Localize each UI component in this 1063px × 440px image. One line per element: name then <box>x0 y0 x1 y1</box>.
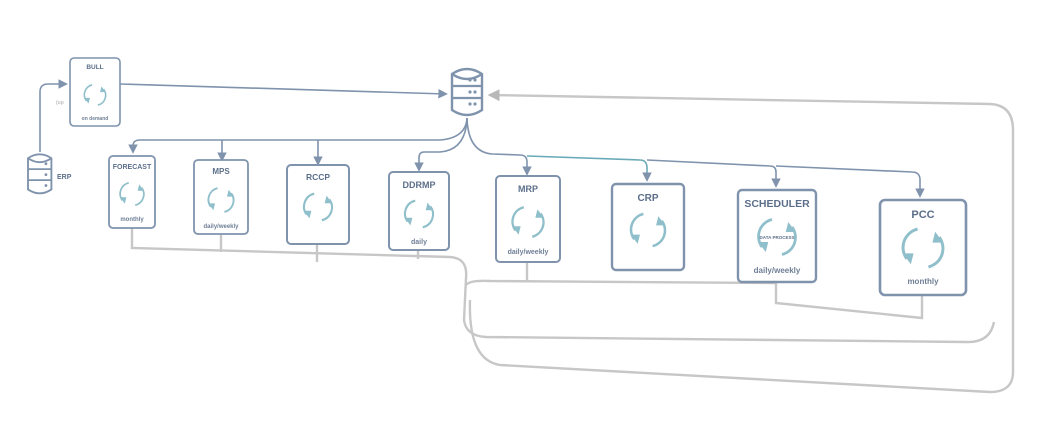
module-scheduler[interactable]: SCHEDULER DATA PROCESS daily/weekly <box>736 188 818 284</box>
refresh-cycle-icon <box>757 218 797 256</box>
module-rccp[interactable]: RCCP <box>286 164 350 245</box>
database-icon <box>27 153 53 195</box>
scheduler-inner-label: DATA PROCESS <box>760 235 795 240</box>
scheduler-frequency: daily/weekly <box>754 266 801 275</box>
refresh-cycle-icon <box>629 212 667 248</box>
mrp-title: MRP <box>518 184 538 194</box>
refresh-cycle-icon <box>207 187 235 213</box>
feedback-lines <box>130 89 1015 394</box>
module-ddrmp[interactable]: DDRMP daily <box>388 171 450 251</box>
ddrmp-frequency: daily <box>411 239 427 246</box>
erp-label: ERP <box>57 174 72 181</box>
pcc-frequency: monthly <box>907 277 939 286</box>
module-forecast[interactable]: FORECAST monthly <box>108 155 156 229</box>
central-database <box>450 67 484 117</box>
bull-node: BULL on demand (up <box>56 57 121 127</box>
forecast-title: FORECAST <box>113 164 152 171</box>
erp-node: ERP <box>27 153 72 195</box>
ddrmp-title: DDRMP <box>403 180 436 190</box>
module-pcc[interactable]: PCC monthly <box>878 198 968 297</box>
module-mps[interactable]: MPS daily/weekly <box>193 159 249 235</box>
refresh-cycle-icon <box>83 84 107 106</box>
bull-title: BULL <box>86 64 103 71</box>
refresh-cycle-icon <box>403 199 435 229</box>
database-icon <box>450 67 484 117</box>
bull-side-note: (up <box>56 100 64 106</box>
module-crp[interactable]: CRP <box>610 182 686 272</box>
pcc-title: PCC <box>911 209 934 221</box>
crp-title: CRP <box>637 193 658 204</box>
mps-title: MPS <box>212 167 230 176</box>
refresh-cycle-icon <box>119 181 145 207</box>
mps-frequency: daily/weekly <box>203 224 239 230</box>
refresh-cycle-icon <box>302 192 334 222</box>
module-mrp[interactable]: MRP daily/weekly <box>495 175 561 263</box>
rccp-title: RCCP <box>306 172 330 182</box>
data-flow-wires <box>39 79 925 198</box>
scheduler-title: SCHEDULER <box>744 198 810 210</box>
forecast-frequency: monthly <box>120 217 144 223</box>
bull-frequency: on demand <box>82 116 109 122</box>
refresh-cycle-icon <box>901 227 945 269</box>
refresh-cycle-icon <box>511 206 545 238</box>
mrp-frequency: daily/weekly <box>508 249 549 256</box>
